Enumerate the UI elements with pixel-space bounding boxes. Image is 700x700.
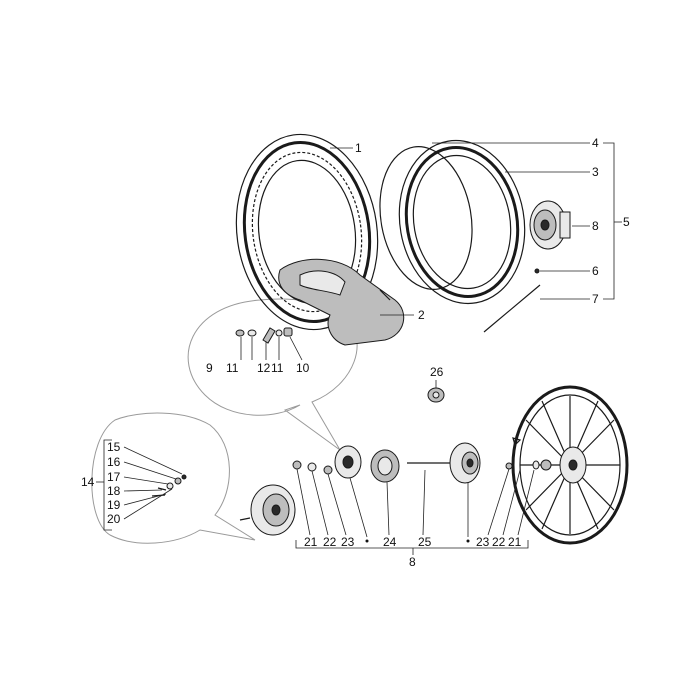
- hub-body-part: [449, 442, 481, 484]
- label-7: 7: [592, 292, 599, 306]
- label-10: 10: [296, 361, 310, 375]
- label-22-left: 22: [323, 535, 337, 549]
- leader-lines: [96, 142, 622, 555]
- label-19: 19: [107, 498, 121, 512]
- washer-22-left-part: [307, 462, 317, 472]
- bullet-dot: [365, 539, 369, 543]
- label-21-left: 21: [304, 535, 318, 549]
- label-26: 26: [430, 365, 444, 379]
- part-labels: 1 2 4 3 8 5 6 7 9 11 12 11 10 26 14 15 1…: [81, 136, 630, 569]
- brake-drum-part: [239, 484, 296, 536]
- label-9: 9: [206, 361, 213, 375]
- label-23-right: 23: [476, 535, 490, 549]
- label-6: 6: [592, 264, 599, 278]
- upper-hub-part: [529, 200, 571, 250]
- nipple-part: [534, 268, 540, 274]
- label-20: 20: [107, 512, 121, 526]
- label-8-upper: 8: [592, 219, 599, 233]
- label-11-b: 11: [271, 361, 284, 375]
- label-22-right: 22: [492, 535, 506, 549]
- label-24: 24: [383, 535, 397, 549]
- label-11-a: 11: [226, 361, 239, 375]
- label-25: 25: [418, 535, 432, 549]
- rim-part: [398, 139, 526, 305]
- hub-cover-part: [334, 445, 362, 479]
- label-16: 16: [107, 455, 121, 469]
- callout-bubble-lower: [91, 412, 256, 544]
- label-23-left: 23: [341, 535, 355, 549]
- spoke-part: [483, 284, 541, 333]
- label-17: 17: [107, 470, 121, 484]
- bearing-24-part: [370, 449, 400, 483]
- label-2: 2: [418, 308, 425, 322]
- washer-23-left-part: [323, 465, 333, 475]
- label-1: 1: [355, 141, 362, 155]
- label-3: 3: [592, 165, 599, 179]
- small-parts-group: [235, 327, 293, 344]
- label-14: 14: [81, 475, 95, 489]
- label-21-right: 21: [508, 535, 522, 549]
- small-parts-15-20: [151, 474, 187, 497]
- tire-part: [235, 133, 379, 331]
- label-5: 5: [623, 215, 630, 229]
- nut-part: [427, 387, 445, 403]
- rim-band-part: [379, 146, 473, 290]
- complete-wheel-part: [505, 385, 629, 545]
- inner-tube-part: [278, 258, 405, 346]
- bullet-dot: [466, 539, 470, 543]
- label-18: 18: [107, 484, 121, 498]
- label-8-bottom: 8: [409, 555, 416, 569]
- label-12: 12: [257, 361, 271, 375]
- label-4: 4: [592, 136, 599, 150]
- washer-21-left-part: [292, 460, 302, 470]
- label-15: 15: [107, 440, 121, 454]
